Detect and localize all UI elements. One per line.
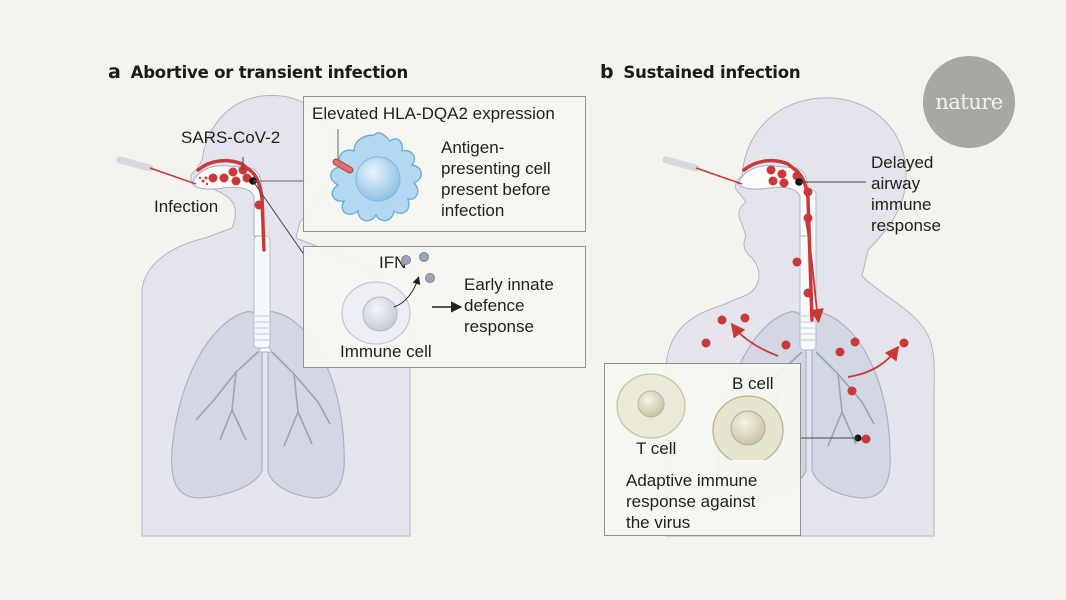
sars-cov-2-label: SARS-CoV-2 <box>181 128 281 147</box>
apc-description: Antigen- presenting cell present before … <box>441 138 551 220</box>
panel-b-letter: b <box>600 61 614 83</box>
t-cell-label: T cell <box>636 439 677 458</box>
panel-a-heading: Abortive or transient infection <box>130 63 409 82</box>
panel-b-spread-arrow-right <box>847 345 900 378</box>
panel-b-swab <box>662 156 743 185</box>
panel-b-virus-particles <box>701 165 909 444</box>
panel-a-title: a Abortive or transient infection <box>108 61 408 83</box>
apc-callout-box: Elevated HLA-DQA2 expression Antigen- pr… <box>303 96 586 232</box>
adaptive-response-label: Adaptive immune response against the vir… <box>626 471 758 532</box>
immune-cell-icon <box>341 252 463 345</box>
panel-a-body <box>116 95 411 537</box>
panel-a-trachea-rings <box>255 315 269 341</box>
immune-cell-label: Immune cell <box>340 342 432 361</box>
panel-b-heading: Sustained infection <box>623 63 801 82</box>
panel-b-title: b Sustained infection <box>600 61 801 83</box>
panel-b-spread-arrow-left <box>730 322 779 357</box>
panel-a-virus-particles <box>198 165 264 210</box>
adaptive-callout-box: B cell T cell Adaptive immune response a… <box>604 363 801 536</box>
innate-response-label: Early innate defence response <box>464 275 554 336</box>
b-cell-label: B cell <box>732 374 774 393</box>
panel-b-descent-arrow <box>805 221 824 324</box>
panel-a-swab <box>116 156 197 185</box>
panel-a-infected-lining <box>196 158 266 252</box>
nature-logo: nature <box>923 56 1015 148</box>
infection-label: Infection <box>154 197 219 216</box>
panel-a-letter: a <box>108 61 121 83</box>
ifn-label: IFN <box>379 253 407 272</box>
hla-dqa2-label: Elevated HLA-DQA2 expression <box>312 104 555 123</box>
panel-a-leader-immune <box>252 180 306 257</box>
panel-a-bronchi <box>195 351 331 447</box>
immune-cell-callout-box: IFN Early innate defence response Immune… <box>303 246 586 368</box>
lymphocytes-icon <box>616 373 784 460</box>
delayed-response-label: Delayed airway immune response <box>871 153 941 235</box>
nature-logo-text: nature <box>935 90 1003 114</box>
antigen-presenting-cell-icon <box>330 129 422 222</box>
